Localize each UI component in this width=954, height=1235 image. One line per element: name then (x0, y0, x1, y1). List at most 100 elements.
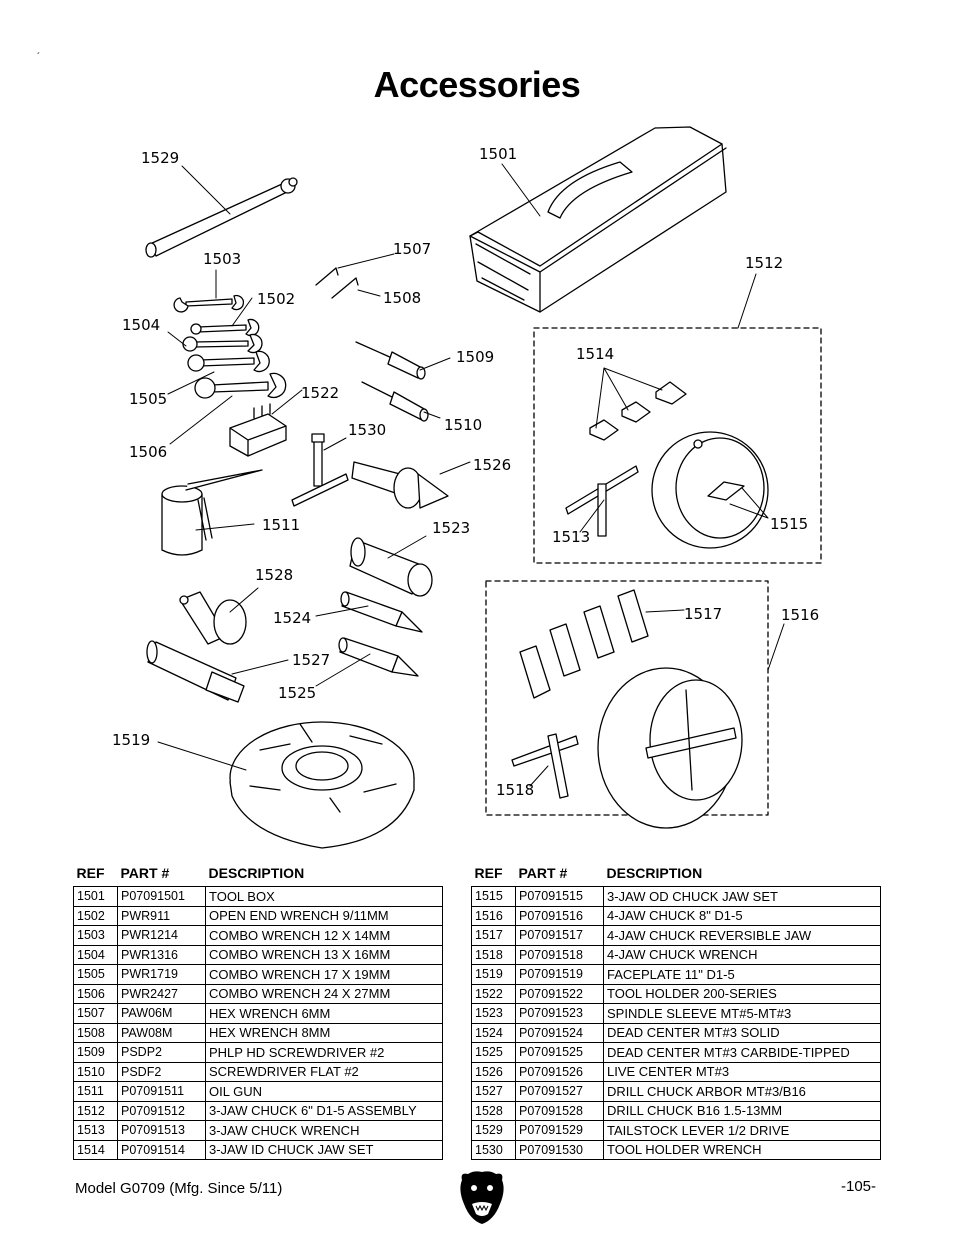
description-cell: SPINDLE SLEEVE MT#5-MT#3 (603, 1003, 881, 1024)
ref-cell: 1524 (471, 1022, 516, 1043)
ref-cell: 1526 (471, 1061, 516, 1082)
part-number-cell: P07091523 (515, 1003, 604, 1024)
three-jaw-chuck-wrench-drawing (565, 465, 639, 537)
ref-cell: 1506 (73, 983, 118, 1004)
table-header-row: REF PART # DESCRIPTION (74, 862, 443, 887)
callout-1505: 1505 (129, 390, 167, 408)
description-cell: 3-JAW OD CHUCK JAW SET (603, 886, 881, 907)
callout-1526: 1526 (473, 456, 511, 474)
part-number-cell: PAW08M (117, 1022, 206, 1043)
callout-1522: 1522 (301, 384, 339, 402)
faceplate-drawing (229, 721, 415, 849)
part-number-cell: P07091526 (515, 1061, 604, 1082)
part-number-cell: PSDF2 (117, 1061, 206, 1082)
callout-1509: 1509 (456, 348, 494, 366)
description-cell: PHLP HD SCREWDRIVER #2 (205, 1042, 443, 1063)
tool-holder-drawing (229, 403, 287, 457)
callout-1512: 1512 (745, 254, 783, 272)
header-ref: REF (76, 865, 105, 881)
leader-lines (157, 163, 785, 787)
callout-1515: 1515 (770, 515, 808, 533)
description-cell: 3-JAW CHUCK 6" D1-5 ASSEMBLY (205, 1100, 443, 1121)
ref-cell: 1503 (73, 925, 118, 946)
description-cell: OPEN END WRENCH 9/11MM (205, 905, 443, 926)
tool-box-drawing (469, 126, 727, 313)
callout-1501: 1501 (479, 145, 517, 163)
part-number-cell: P07091528 (515, 1100, 604, 1121)
part-number-cell: PWR2427 (117, 983, 206, 1004)
description-cell: TOOL HOLDER WRENCH (603, 1139, 881, 1160)
ref-cell: 1528 (471, 1100, 516, 1121)
description-cell: COMBO WRENCH 12 X 14MM (205, 925, 443, 946)
description-cell: HEX WRENCH 6MM (205, 1003, 443, 1024)
part-number-cell: P07091517 (515, 925, 604, 946)
part-number-cell: PWR1316 (117, 944, 206, 965)
part-number-cell: P07091525 (515, 1042, 604, 1063)
callout-1524: 1524 (273, 609, 311, 627)
description-cell: 3-JAW CHUCK WRENCH (205, 1120, 443, 1141)
ref-cell: 1512 (73, 1100, 118, 1121)
ref-cell: 1518 (471, 944, 516, 965)
description-cell: DEAD CENTER MT#3 CARBIDE-TIPPED (603, 1042, 881, 1063)
description-cell: COMBO WRENCH 17 X 19MM (205, 964, 443, 985)
part-number-cell: P07091530 (515, 1139, 604, 1160)
ref-cell: 1513 (73, 1120, 118, 1141)
ref-cell: 1515 (471, 886, 516, 907)
callout-1502: 1502 (257, 290, 295, 308)
ref-cell: 1502 (73, 905, 118, 926)
model-footer: Model G0709 (Mfg. Since 5/11) (75, 1180, 283, 1197)
description-cell: FACEPLATE 11" D1-5 (603, 964, 881, 985)
ref-cell: 1507 (73, 1003, 118, 1024)
drill-chuck-drawing (179, 591, 247, 645)
description-cell: HEX WRENCH 8MM (205, 1022, 443, 1043)
ref-cell: 1511 (73, 1081, 118, 1102)
wrench-set-drawing (173, 294, 287, 399)
id-jaw-set-drawing (589, 381, 687, 441)
drill-chuck-arbor-drawing (146, 640, 245, 703)
three-jaw-chuck-drawing (651, 431, 769, 549)
description-cell: COMBO WRENCH 13 X 16MM (205, 944, 443, 965)
callout-1530: 1530 (348, 421, 386, 439)
part-number-cell: P07091511 (117, 1081, 206, 1102)
part-number-cell: P07091512 (117, 1100, 206, 1121)
callout-1529: 1529 (141, 149, 179, 167)
corner-mark: ´ (37, 52, 41, 63)
page-title: Accessories (373, 64, 581, 105)
dead-center-solid-drawing (340, 591, 423, 633)
description-cell: SCREWDRIVER FLAT #2 (205, 1061, 443, 1082)
part-number-cell: P07091524 (515, 1022, 604, 1043)
callout-1517: 1517 (684, 605, 722, 623)
part-number-cell: P07091516 (515, 905, 604, 926)
description-cell: TOOL HOLDER 200-SERIES (603, 983, 881, 1004)
description-cell: 4-JAW CHUCK REVERSIBLE JAW (603, 925, 881, 946)
ref-cell: 1517 (471, 925, 516, 946)
part-number-cell: PWR1719 (117, 964, 206, 985)
part-number-cell: P07091529 (515, 1120, 604, 1141)
part-number-cell: P07091527 (515, 1081, 604, 1102)
callout-1511: 1511 (262, 516, 300, 534)
page-number: -105- (841, 1178, 877, 1195)
three-jaw-chuck-group-box (533, 327, 822, 564)
ref-cell: 1514 (73, 1139, 118, 1160)
spindle-sleeve-drawing (349, 537, 433, 597)
callout-1506: 1506 (129, 443, 167, 461)
ref-cell: 1519 (471, 964, 516, 985)
reversible-jaw-set-drawing (519, 589, 649, 699)
callout-1519: 1519 (112, 731, 150, 749)
callout-labels: 1529 1501 1512 1507 1503 1502 1508 1504 … (112, 145, 819, 799)
description-cell: DRILL CHUCK ARBOR MT#3/B16 (603, 1081, 881, 1102)
